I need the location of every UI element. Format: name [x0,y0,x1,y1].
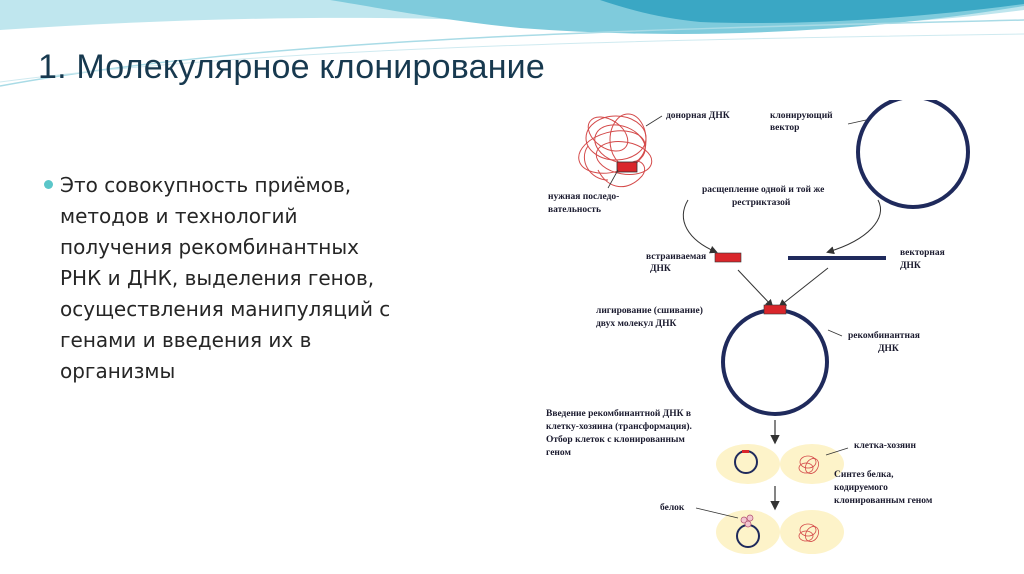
label-protein-synthesis: Синтез белка, [834,469,894,480]
label-recombinant-dna: ДНК [878,344,899,354]
slide-title: 1. Молекулярное клонирование [38,48,545,86]
cloning-vector-ring [856,100,970,209]
arrow-left-cleavage [682,199,718,254]
label-cleavage: расщепление одной и той же [702,184,824,195]
label-vector-dna: векторная [900,248,945,258]
label-recombinant-dna: рекомбинантная [848,330,920,341]
label-needed-sequence: нужная последо- [548,192,619,202]
bullet-line: осуществления манипуляций с [60,297,391,321]
label-protein-synthesis: клонированным геном [834,496,933,506]
arrow-ligation-right [778,267,829,308]
arrow-right-cleavage [826,199,881,255]
bullet-line: организмы [60,359,176,383]
protein-icon [740,514,754,528]
label-ligation: лигирование (сшивание) [596,305,703,316]
arrow-ligation-left [737,269,774,308]
bullet-line: Это совокупность приёмов, [60,173,352,197]
host-cell [716,510,780,554]
label-insert-dna: ДНК [650,264,671,274]
bullet-line: получения рекомбинантных [60,235,360,259]
label-cloning-vector: вектор [770,123,799,133]
needed-sequence-marker [616,161,638,173]
label-transformation: клетку-хозяина (трансформация). [546,421,692,432]
bullet-line: методов и технологий [60,204,298,228]
definition-bullet: Это совокупность приёмов, методов и техн… [44,170,500,387]
bullet-line: генами и введения их в [60,328,312,352]
donor-dna-coil [578,113,653,187]
label-transformation: геном [546,448,571,458]
label-needed-sequence: вательность [548,205,601,215]
host-chromosome-icon [798,455,819,474]
label-host-cell: клетка-хозяин [854,441,916,451]
label-insert-dna: встраиваемая [646,252,706,262]
label-vector-dna: ДНК [900,261,921,271]
recombinant-dna-ring [721,308,829,416]
bullet-dot-icon [44,180,53,189]
bullet-line: РНК и ДНК, выделения генов, [60,266,375,290]
host-chromosome-icon [798,523,819,542]
insert-dna-fragment [714,252,742,263]
label-cloning-vector: клонирующий [770,110,833,121]
label-ligation: двух молекул ДНК [596,319,676,329]
label-donor-dna: донорная ДНК [666,111,730,121]
cloning-diagram: донорная ДНК клонирующий вектор нужная п… [546,100,970,554]
host-cell [716,444,780,484]
label-protein-synthesis: кодируемого [834,483,888,493]
recombinant-insert-marker [763,304,787,315]
header-waves [0,0,1024,87]
host-cell [780,510,844,554]
label-transformation: Отбор клеток с клонированным [546,434,685,445]
label-protein: белок [660,502,685,513]
label-transformation: Введение рекомбинантной ДНК в [546,408,691,419]
label-cleavage: рестриктазой [732,197,791,208]
